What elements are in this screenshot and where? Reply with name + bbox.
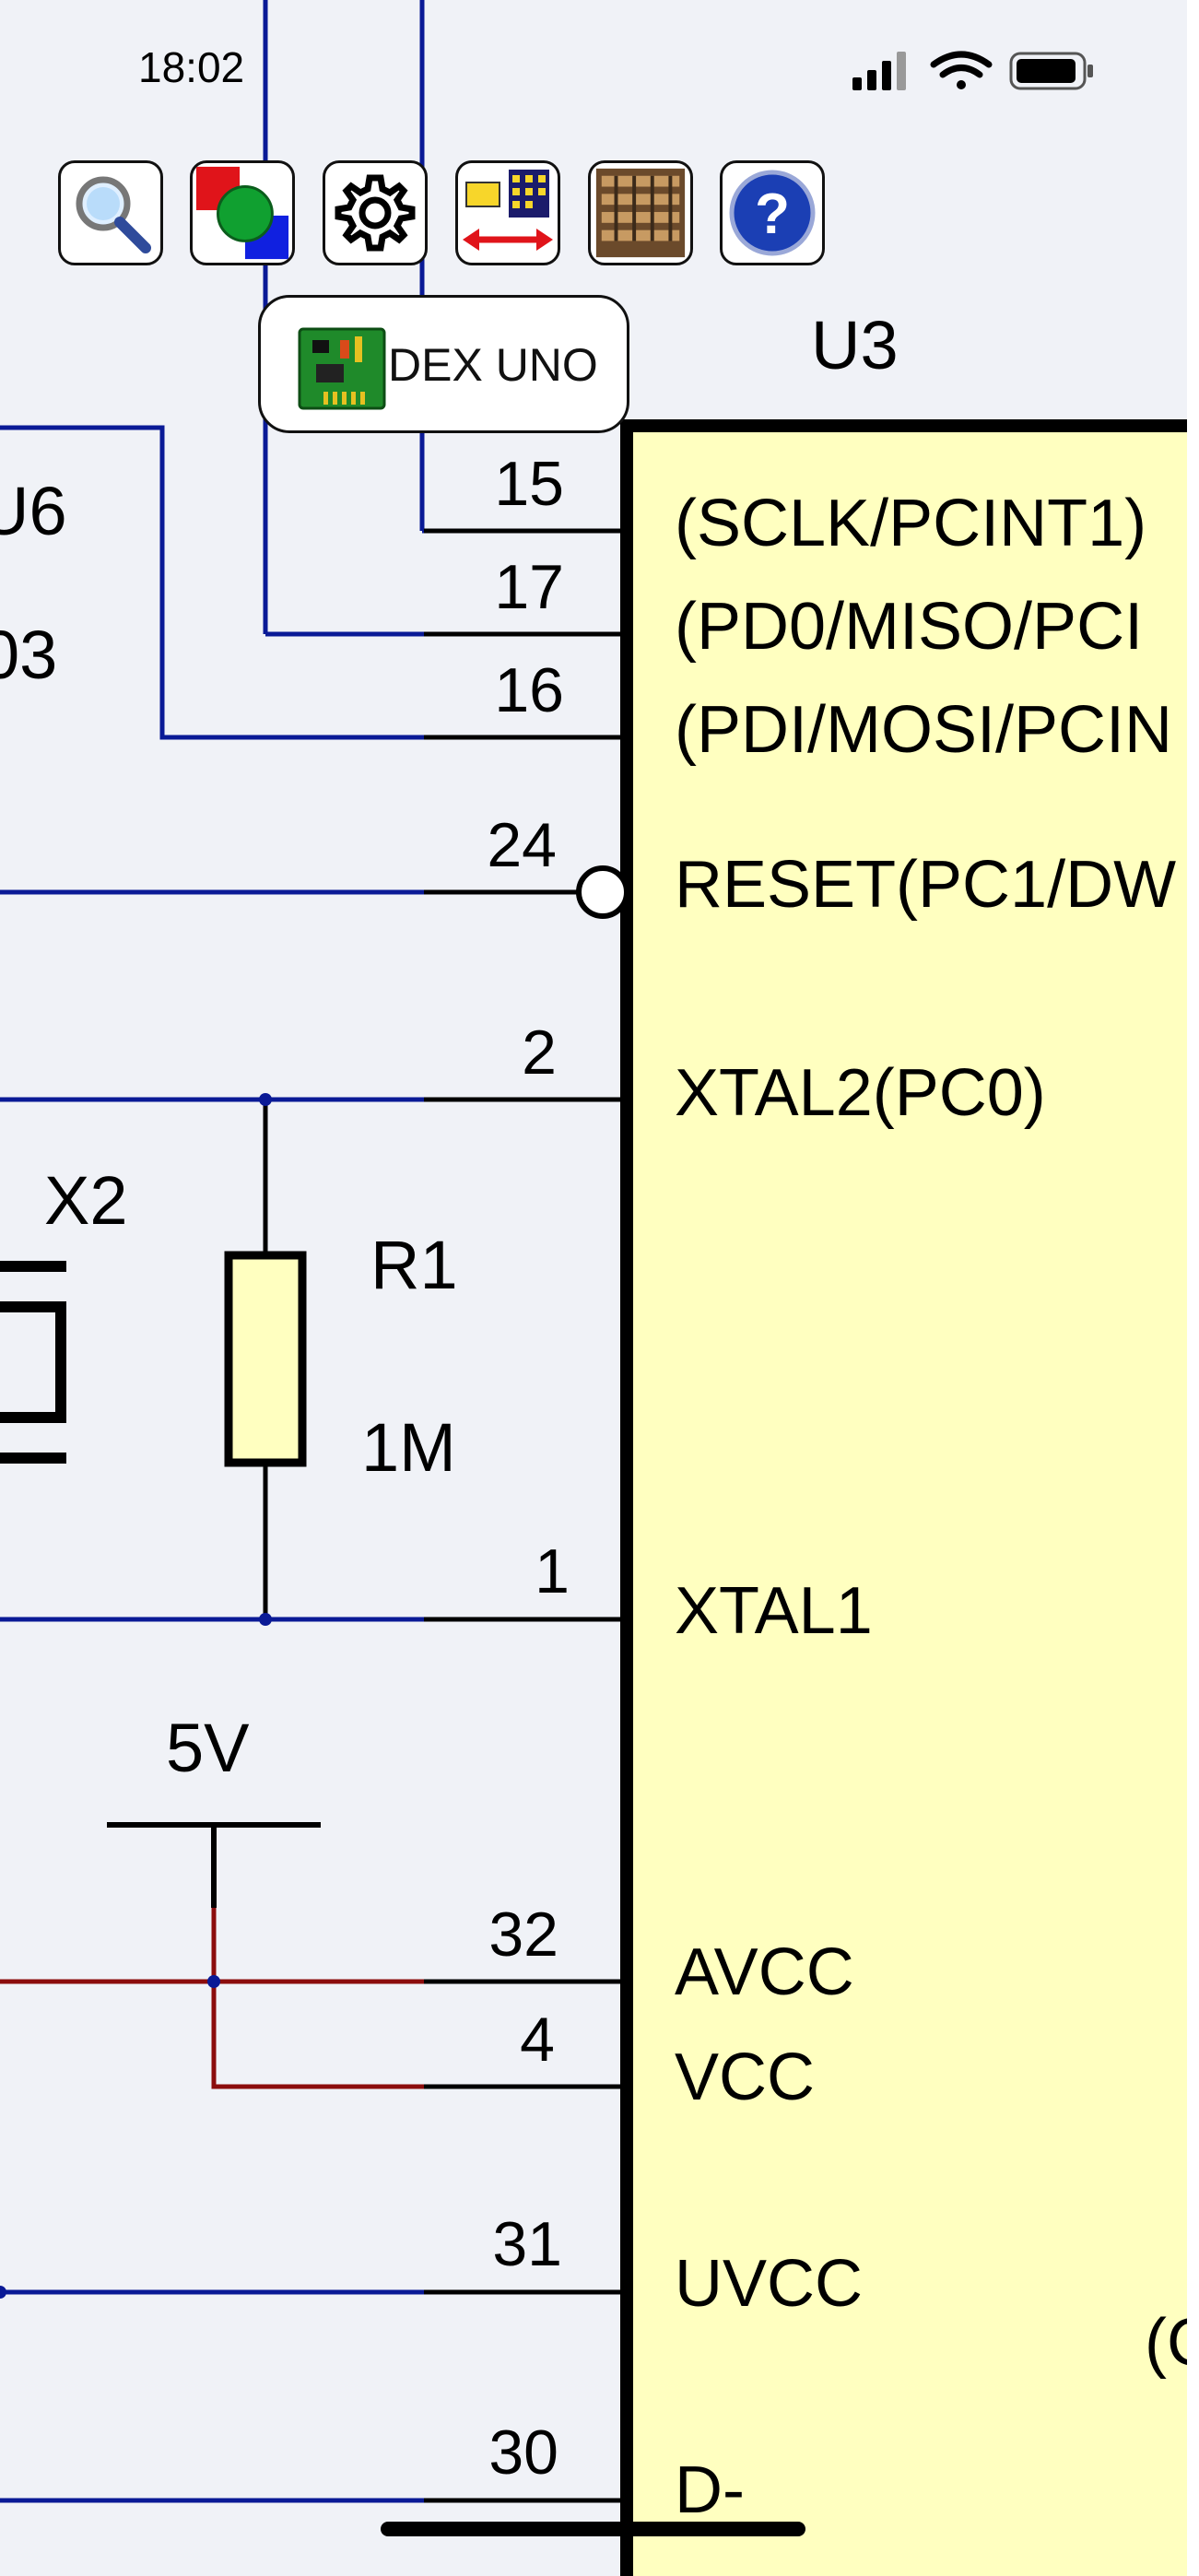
colored-shapes-icon bbox=[195, 166, 289, 260]
pin-number: 16 bbox=[494, 655, 564, 725]
u6-ref: U6 bbox=[0, 473, 67, 549]
pin-number: 2 bbox=[522, 1017, 557, 1088]
resistor-r1-body[interactable] bbox=[224, 1251, 307, 1467]
pin-name: AVCC bbox=[675, 1935, 854, 2009]
pin-name: D- bbox=[675, 2453, 745, 2527]
battery-icon bbox=[1009, 52, 1093, 90]
pin-number: 30 bbox=[488, 2417, 558, 2488]
crystal-ref-x2: X2 bbox=[44, 1162, 128, 1239]
pin-number: 32 bbox=[488, 1900, 558, 1970]
power-wire-vcc bbox=[211, 1982, 424, 2089]
pin-name: XTAL2(PC0) bbox=[675, 1056, 1046, 1130]
circuit-board-icon bbox=[298, 327, 386, 410]
junction-dots bbox=[0, 1093, 272, 2299]
power-label-5v: 5V bbox=[166, 1710, 250, 1786]
pin-number: 15 bbox=[494, 449, 564, 519]
pin-stubs bbox=[424, 528, 623, 2503]
chip-partial-label: (C bbox=[1145, 2306, 1187, 2380]
question-mark-icon: ? bbox=[729, 170, 816, 256]
pin-number: 31 bbox=[492, 2209, 562, 2279]
wifi-icon bbox=[930, 51, 993, 89]
pin-name: XTAL1 bbox=[675, 1574, 873, 1648]
reference-labels: U3 U6 03 X2 R1 1M 5V bbox=[0, 307, 899, 1786]
timing-arrows-icon bbox=[463, 170, 553, 251]
pin-names: (SCLK/PCINT1) (PD0/MISO/PCI (PDI/MOSI/PC… bbox=[675, 487, 1187, 2527]
status-icons bbox=[852, 50, 1101, 100]
pin-number: 17 bbox=[494, 552, 564, 622]
svg-text:?: ? bbox=[755, 182, 790, 246]
crystal-x2-symbol[interactable] bbox=[0, 1261, 66, 1464]
status-time: 18:02 bbox=[138, 43, 245, 91]
chip-ref-u3: U3 bbox=[811, 307, 899, 383]
magnifier-icon bbox=[76, 176, 151, 253]
board-selector-label: DEX UNO bbox=[388, 339, 598, 391]
power-symbol-5v bbox=[107, 1822, 321, 1908]
net-wires-blue bbox=[0, 0, 425, 2503]
pin-name: (SCLK/PCINT1) bbox=[675, 487, 1146, 560]
resistor-ref-r1: R1 bbox=[370, 1227, 458, 1303]
resistor-value-1m: 1M bbox=[361, 1409, 456, 1486]
component-library-icon bbox=[595, 168, 686, 258]
signal-timing-button[interactable] bbox=[455, 160, 560, 265]
help-button[interactable]: ? bbox=[720, 160, 825, 265]
pin-numbers: 15 17 16 24 2 1 32 4 31 30 bbox=[487, 449, 570, 2488]
pin-name: (PD0/MISO/PCI bbox=[675, 590, 1143, 664]
cellular-signal-icon bbox=[852, 52, 906, 90]
u6-value: 03 bbox=[0, 617, 57, 693]
home-indicator bbox=[381, 2522, 805, 2536]
pin-name: VCC bbox=[675, 2041, 815, 2114]
pin-name: (PDI/MOSI/PCIN bbox=[675, 693, 1172, 767]
pin-name: UVCC bbox=[675, 2247, 863, 2321]
settings-button[interactable] bbox=[323, 160, 428, 265]
screen-frame-edge bbox=[1187, 0, 1199, 2576]
pin-number: 24 bbox=[487, 810, 557, 880]
library-button[interactable] bbox=[588, 160, 693, 265]
zoom-magnifier-button[interactable] bbox=[58, 160, 163, 265]
net-wire-pin16 bbox=[0, 425, 424, 740]
chip-body-u3[interactable] bbox=[620, 419, 1187, 2576]
board-selector-button[interactable]: DEX UNO bbox=[258, 295, 629, 433]
pin-number: 1 bbox=[535, 1536, 570, 1606]
reset-inversion-bubble bbox=[576, 865, 629, 919]
pin-name: RESET(PC1/DW bbox=[675, 848, 1176, 922]
gear-icon bbox=[335, 174, 416, 252]
pin-number: 4 bbox=[520, 2005, 555, 2075]
layers-shapes-button[interactable] bbox=[190, 160, 295, 265]
